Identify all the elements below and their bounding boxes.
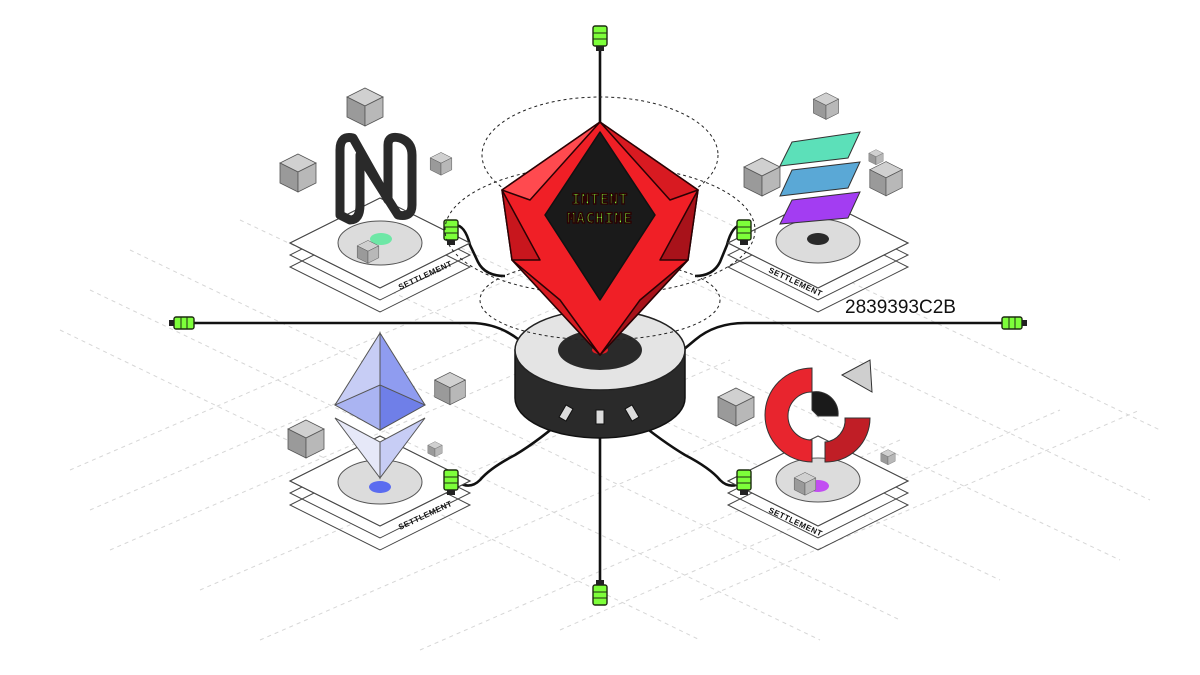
cube-solana-2 xyxy=(743,157,781,197)
top-connector xyxy=(592,25,608,52)
near-status-dot xyxy=(370,233,392,245)
platform-solana: SETTLEMENT xyxy=(726,92,910,313)
cube-near-3 xyxy=(429,152,453,176)
cube-eth-2 xyxy=(287,419,325,459)
core-label-line2: MACHINE xyxy=(567,211,633,227)
core-label-line1: INTENT xyxy=(572,192,629,208)
red-c-logo xyxy=(764,359,873,463)
ethereum-logo xyxy=(333,331,427,480)
bottom-connector xyxy=(592,579,608,606)
platform-near: SETTLEMENT xyxy=(279,87,472,313)
platform-red-c: SETTLEMENT xyxy=(717,359,910,551)
eth-status-dot xyxy=(369,481,391,493)
left-connector xyxy=(168,316,195,330)
cube-solana-1 xyxy=(813,92,839,120)
cube-eth-1 xyxy=(434,372,466,406)
near-logo xyxy=(335,132,417,225)
platform-ethereum: SETTLEMENT xyxy=(287,331,472,551)
cube-red-c-2 xyxy=(880,449,896,465)
cube-solana-4 xyxy=(868,149,884,165)
right-connector xyxy=(1001,316,1028,330)
solana-logo xyxy=(779,131,861,225)
cube-solana-3 xyxy=(869,161,903,197)
cube-near-1 xyxy=(346,87,384,127)
intent-machine-gem: INTENT MACHINE xyxy=(501,121,699,356)
hex-code-label: 2839393C2B xyxy=(845,297,956,318)
cube-near-2 xyxy=(279,153,317,193)
cube-eth-3 xyxy=(427,441,443,457)
cube-red-c-1 xyxy=(717,387,755,427)
